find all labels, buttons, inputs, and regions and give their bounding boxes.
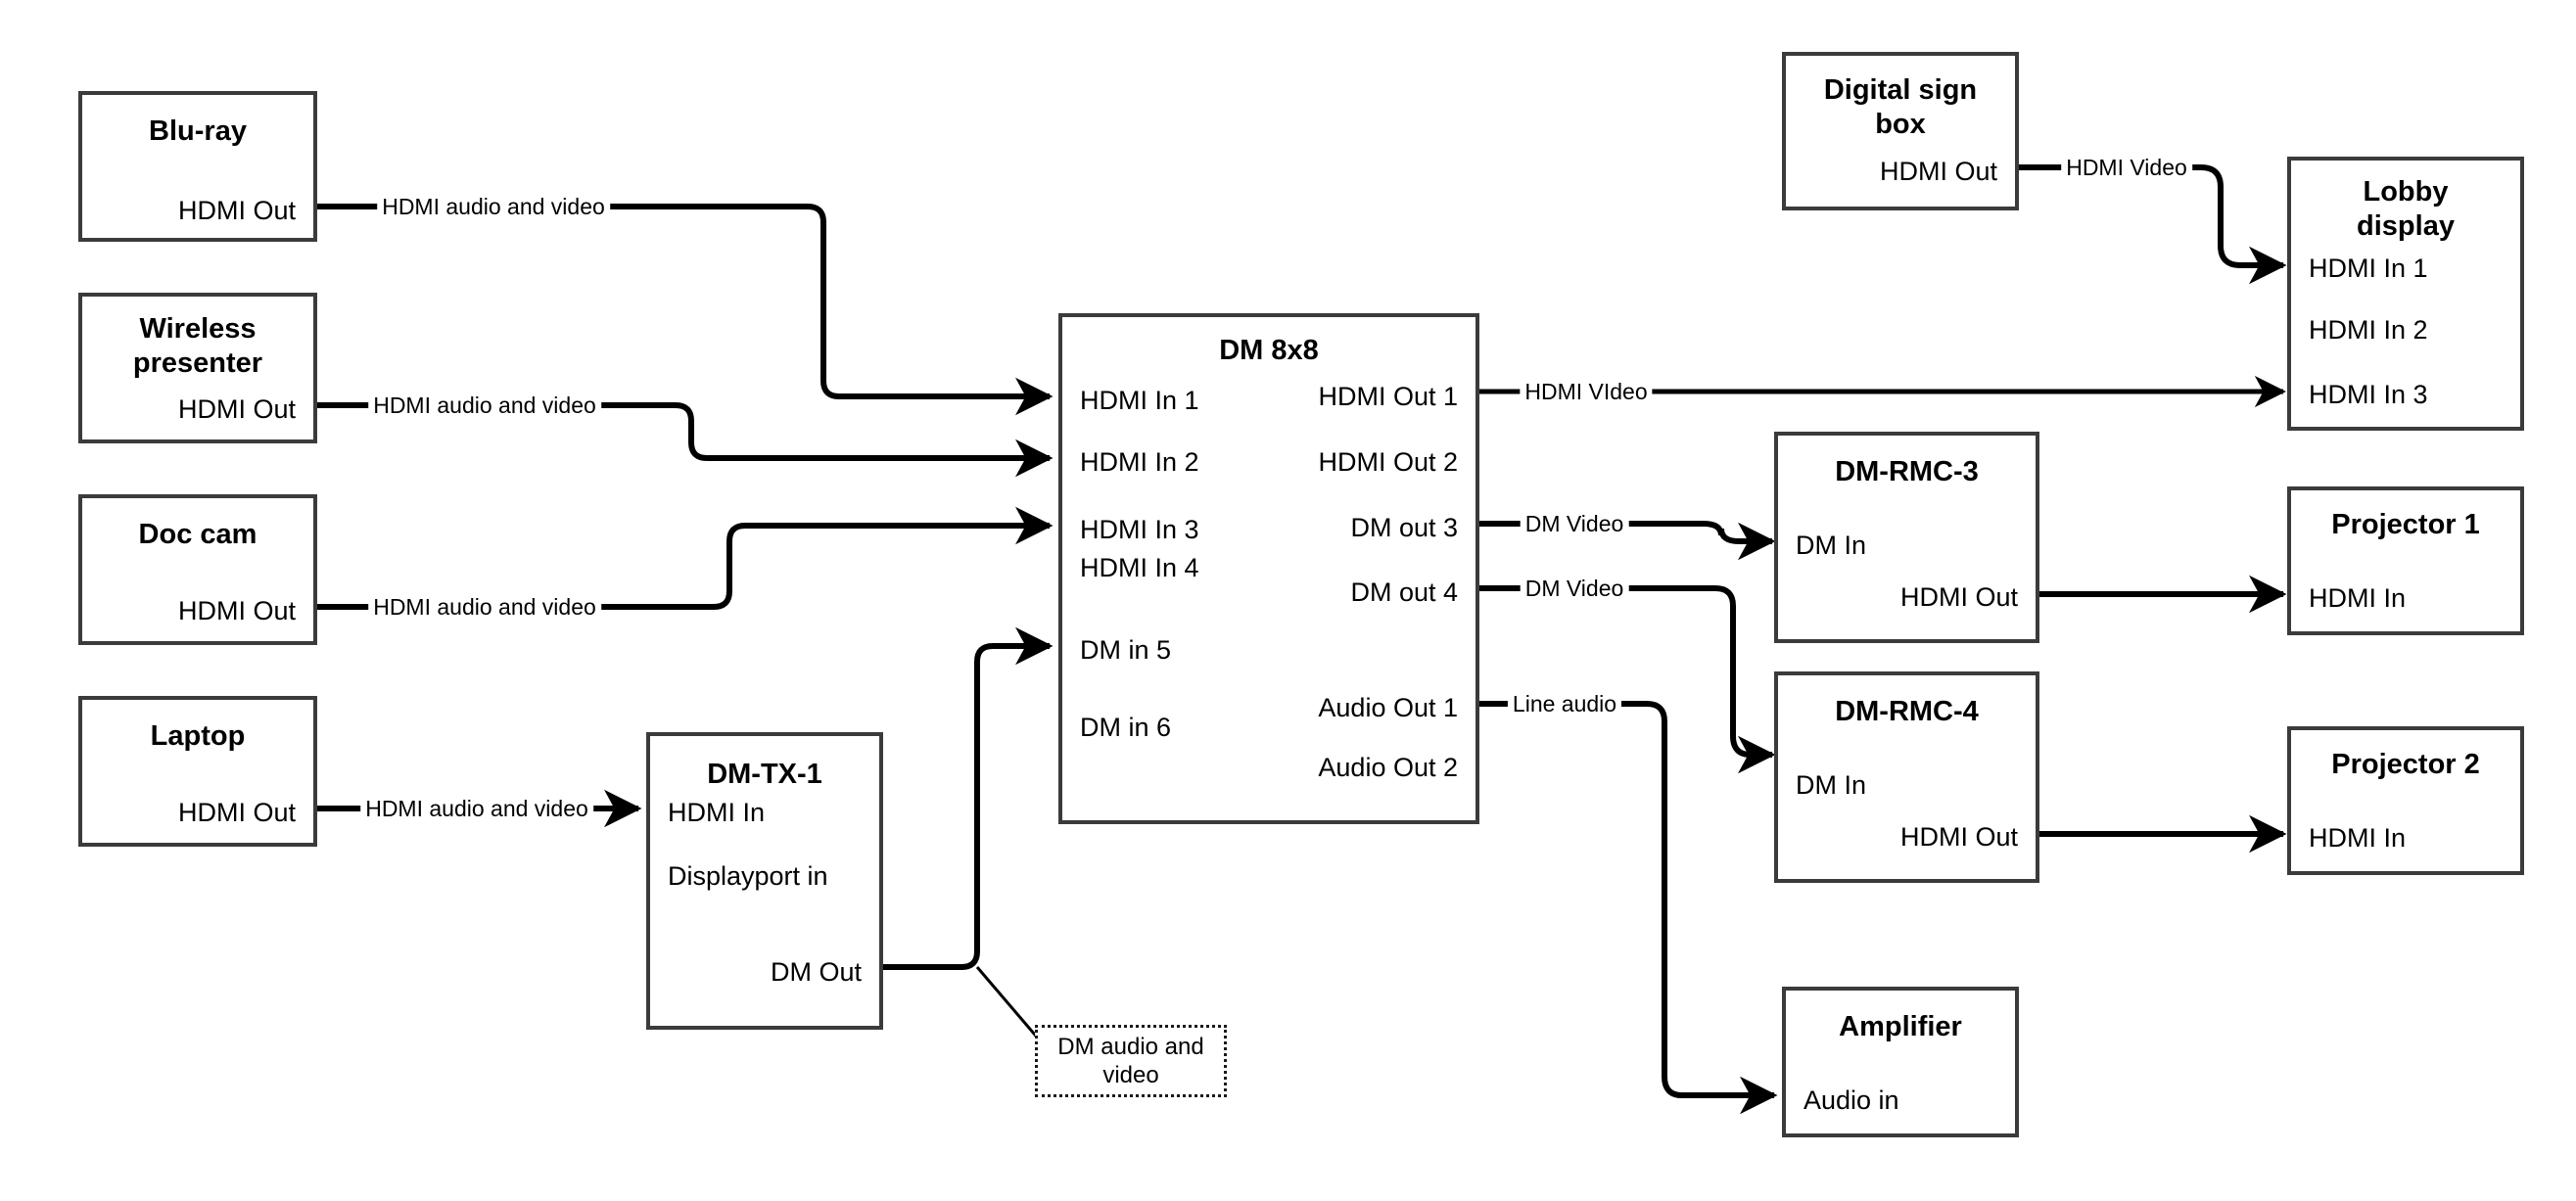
node-dm-tx-1[interactable]: DM-TX-1 HDMI In Displayport in DM Out [646,732,883,1030]
node-title-dm-tx-1: DM-TX-1 [707,759,822,790]
wire-label-dmout4-to-rmc4: DM Video [1520,576,1629,601]
port-dm-8x8-audio-out-1[interactable]: Audio Out 1 [1318,693,1458,722]
wire-dmout4-to-rmc4 [1479,585,1776,774]
node-title-laptop: Laptop [150,720,246,752]
port-dm-tx-1-displayport-in[interactable]: Displayport in [668,861,828,891]
node-blu-ray[interactable]: Blu-ray HDMI Out [78,91,317,242]
wire-label-dm-hdmiout1-to-lobby: HDMI VIdeo [1520,379,1653,404]
port-dm-8x8-dm-in-5[interactable]: DM in 5 [1080,635,1172,665]
callout-text: DM audio and video [1057,1034,1204,1088]
port-dm-8x8-hdmi-out-2[interactable]: HDMI Out 2 [1318,447,1458,477]
node-title-doc-cam: Doc cam [138,519,258,550]
port-dm-rmc-4-dm-in[interactable]: DM In [1796,770,1867,800]
wire-label-blu-ray-to-dm: HDMI audio and video [377,194,610,219]
node-title-blu-ray: Blu-ray [149,115,247,147]
port-blu-ray-hdmi-out[interactable]: HDMI Out [177,196,296,225]
port-digital-sign-box-hdmi-out[interactable]: HDMI Out [1879,157,1997,186]
node-laptop[interactable]: Laptop HDMI Out [78,696,317,847]
port-dm-8x8-audio-out-2[interactable]: Audio Out 2 [1318,753,1458,782]
port-dm-8x8-hdmi-in-2[interactable]: HDMI In 2 [1080,447,1199,477]
wire-label-doccam-to-dm: HDMI audio and video [368,594,601,620]
port-dm-8x8-dm-out-3[interactable]: DM out 3 [1350,513,1458,542]
node-title-lobby-display: Lobby display [2357,176,2455,242]
port-lobby-display-hdmi-in-2[interactable]: HDMI In 2 [2309,315,2428,345]
node-title-projector-2: Projector 2 [2331,749,2480,780]
node-title-wireless-presenter: Wireless presenter [132,313,263,379]
callout-dm-audio-and-video: DM audio and video [1035,1025,1227,1097]
port-dm-tx-1-dm-out[interactable]: DM Out [770,957,862,987]
port-lobby-display-hdmi-in-1[interactable]: HDMI In 1 [2309,254,2428,283]
wire-label-signbox-to-lobby: HDMI Video [2061,155,2192,180]
port-dm-8x8-hdmi-in-4[interactable]: HDMI In 4 [1080,553,1199,582]
port-lobby-display-hdmi-in-3[interactable]: HDMI In 3 [2309,380,2428,409]
port-dm-rmc-3-dm-in[interactable]: DM In [1796,531,1867,560]
node-dm-rmc-3[interactable]: DM-RMC-3 DM In HDMI Out [1774,432,2039,643]
node-digital-sign-box[interactable]: Digital sign box HDMI Out [1782,52,2019,210]
node-title-dm-rmc-3: DM-RMC-3 [1835,456,1979,487]
node-dm-rmc-4[interactable]: DM-RMC-4 DM In HDMI Out [1774,671,2039,883]
node-amplifier[interactable]: Amplifier Audio in [1782,987,2019,1137]
wire-label-dmout3-to-rmc3: DM Video [1520,511,1629,536]
port-dm-8x8-dm-out-4[interactable]: DM out 4 [1350,577,1458,607]
wire-dmtx1-to-dm8x8 [883,626,1054,1041]
port-doc-cam-hdmi-out[interactable]: HDMI Out [177,596,296,625]
port-laptop-hdmi-out[interactable]: HDMI Out [177,798,296,827]
port-dm-8x8-hdmi-out-1[interactable]: HDMI Out 1 [1318,382,1458,411]
node-title-dm-8x8: DM 8x8 [1219,335,1319,366]
wire-audioout1-to-amplifier [1479,701,1778,1115]
wire-label-audioout1-to-amp: Line audio [1507,691,1622,716]
node-dm-8x8[interactable]: DM 8x8 HDMI In 1 HDMI In 2 HDMI In 3 HDM… [1058,313,1479,824]
node-doc-cam[interactable]: Doc cam HDMI Out [78,494,317,645]
port-projector-2-hdmi-in[interactable]: HDMI In [2309,823,2407,853]
wire-label-wireless-to-dm: HDMI audio and video [368,393,601,418]
node-title-amplifier: Amplifier [1839,1011,1962,1042]
port-dm-rmc-4-hdmi-out[interactable]: HDMI Out [1899,822,2018,852]
node-title-dm-rmc-4: DM-RMC-4 [1835,696,1979,727]
node-projector-1[interactable]: Projector 1 HDMI In [2287,486,2524,635]
port-wireless-presenter-hdmi-out[interactable]: HDMI Out [177,394,296,424]
port-dm-8x8-dm-in-6[interactable]: DM in 6 [1080,713,1172,742]
node-title-projector-1: Projector 1 [2331,509,2480,540]
node-lobby-display[interactable]: Lobby display HDMI In 1 HDMI In 2 HDMI I… [2287,157,2524,431]
port-dm-rmc-3-hdmi-out[interactable]: HDMI Out [1899,582,2018,612]
port-dm-tx-1-hdmi-in[interactable]: HDMI In [668,798,766,827]
port-amplifier-audio-in[interactable]: Audio in [1803,1086,1899,1115]
wire-blu-ray-to-dm8x8 [317,204,1054,416]
port-dm-8x8-hdmi-in-3[interactable]: HDMI In 3 [1080,515,1199,544]
port-projector-1-hdmi-in[interactable]: HDMI In [2309,583,2407,613]
wire-signbox-to-lobby [2019,164,2287,285]
port-dm-8x8-hdmi-in-1[interactable]: HDMI In 1 [1080,386,1199,415]
node-wireless-presenter[interactable]: Wireless presenter HDMI Out [78,293,317,443]
node-projector-2[interactable]: Projector 2 HDMI In [2287,726,2524,875]
node-title-digital-sign-box: Digital sign box [1823,74,1978,140]
wire-label-laptop-to-tx: HDMI audio and video [360,796,593,821]
